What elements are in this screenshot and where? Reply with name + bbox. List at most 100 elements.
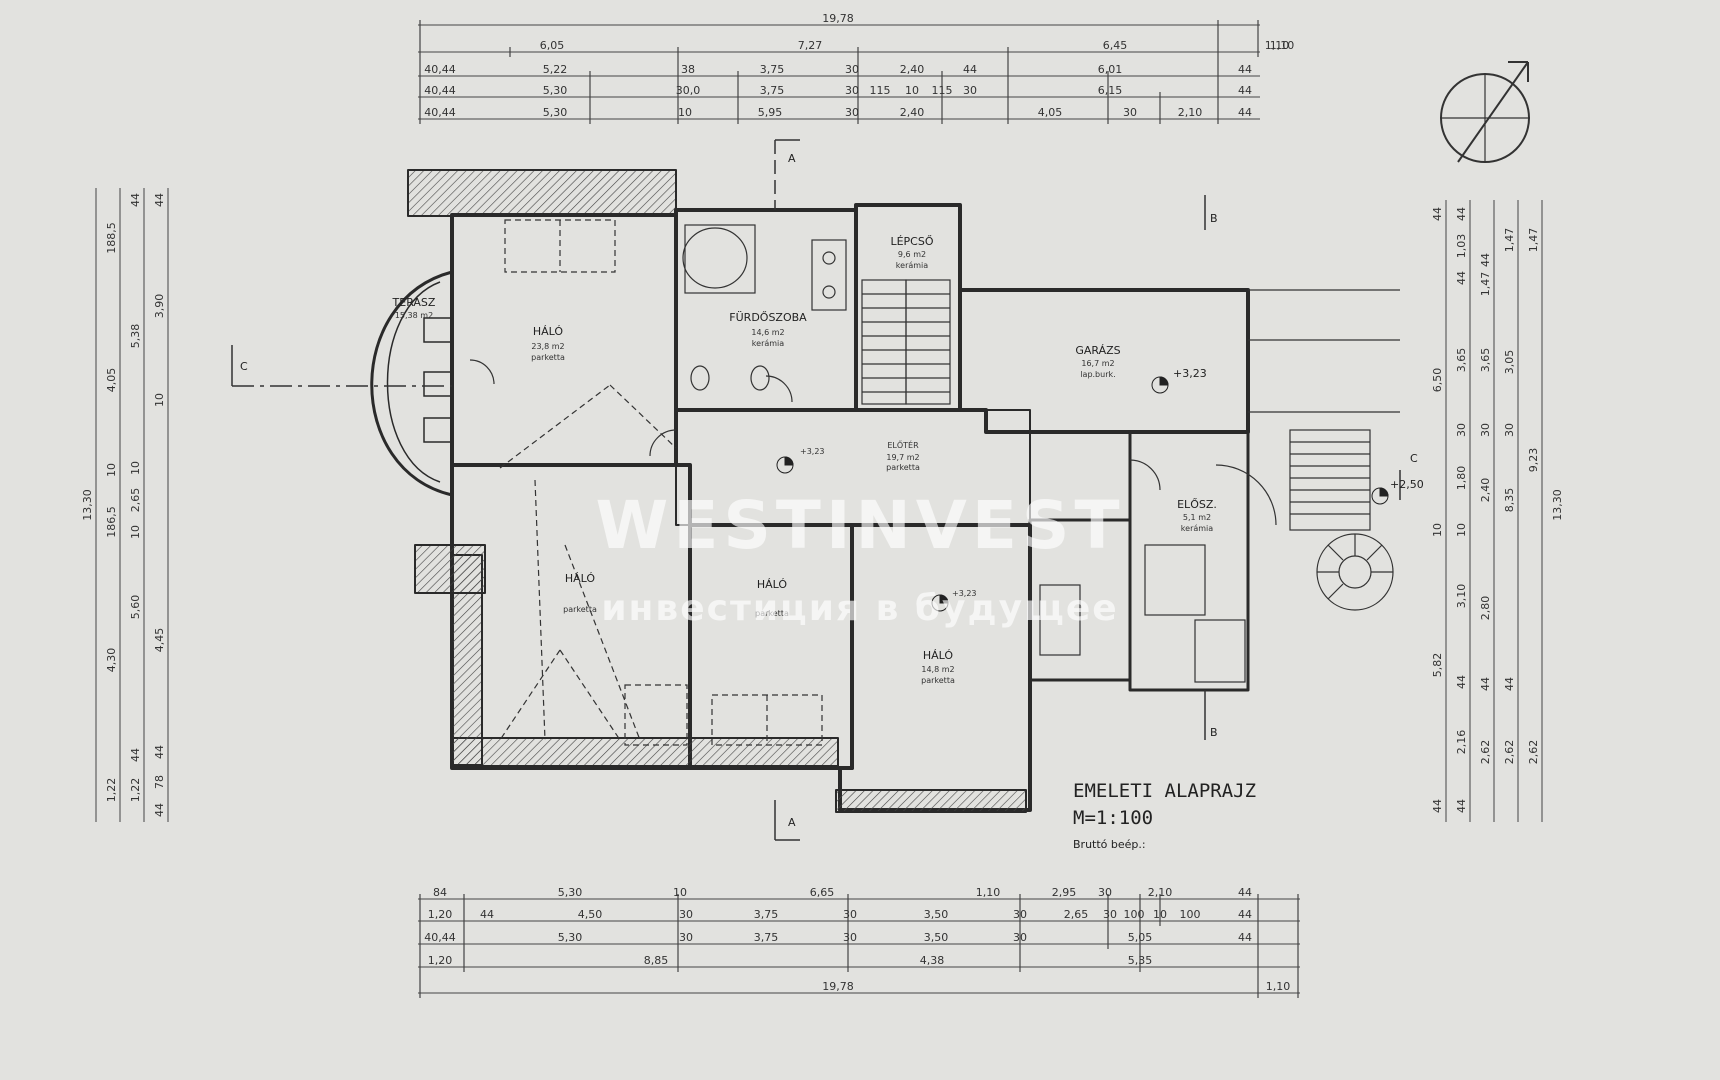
section-mark-a: A	[788, 816, 796, 829]
dim-text: 115	[932, 84, 953, 97]
dim-text: 2,95	[1052, 886, 1077, 899]
dim-text: 6,01	[1098, 63, 1123, 76]
dim-text: 6,05	[540, 39, 565, 52]
room-floor: lap.burk.	[1080, 370, 1115, 379]
room-area: 15,38 m2	[395, 311, 433, 320]
right-dimension-texts: 44 6,50 10 5,82 44 44 1,03 44 3,65 30 1,…	[1431, 207, 1564, 813]
room-floor: parketta	[921, 676, 955, 685]
dim-text: 1,47	[1503, 228, 1516, 253]
dim-text: 3,50	[924, 908, 949, 921]
room-name: GARÁZS	[1075, 344, 1120, 357]
level-value: +3,23	[800, 447, 825, 456]
dim-text: 44	[129, 748, 142, 762]
dim-text: 44	[1238, 106, 1252, 119]
dim-text: 44	[1238, 886, 1252, 899]
dim-text: 44	[1238, 931, 1252, 944]
dim-text: 44	[480, 908, 494, 921]
room-hall: ELŐTÉR 19,7 m2 parketta	[886, 439, 920, 472]
bottom-dimension-texts: 84 5,30 10 6,65 1,10 2,95 30 2,10 44 1,2…	[424, 886, 1290, 993]
dim-text: 38	[681, 63, 695, 76]
room-entry: ELŐSZ. 5,1 m2 kerámia	[1177, 497, 1217, 533]
dim-text: 30	[1503, 423, 1516, 437]
dim-text: 8,35	[1503, 488, 1516, 513]
room-area: 5,1 m2	[1183, 513, 1211, 522]
room-name: HÁLÓ	[757, 578, 788, 591]
dim-text: 30	[1013, 908, 1027, 921]
dim-text: 30	[679, 931, 693, 944]
terrace-bay	[370, 270, 453, 497]
dim-text: 44	[1455, 271, 1468, 285]
dim-text: 44	[153, 803, 166, 817]
dim-text: 10	[905, 84, 919, 97]
dim-text: 1,03	[1455, 234, 1468, 259]
dim-text: 44	[1455, 675, 1468, 689]
dim-text: 5,35	[1128, 954, 1153, 967]
room-bedroom-3: HÁLÓ parketta	[755, 578, 789, 618]
dim-text: 1,47	[1527, 228, 1540, 253]
plan-title: EMELETI ALAPRAJZ	[1073, 780, 1256, 802]
room-name: FÜRDŐSZOBA	[729, 310, 807, 324]
room-bedroom-2: HÁLÓ parketta	[563, 572, 597, 614]
dim-text: 78	[153, 775, 166, 789]
dim-text: 5,82	[1431, 653, 1444, 678]
dim-text: 4,50	[578, 908, 603, 921]
plan-scale: M=1:100	[1073, 807, 1153, 829]
dim-text: 10	[1455, 523, 1468, 537]
dim-text: 3,75	[754, 931, 779, 944]
dim-text: 44	[1238, 908, 1252, 921]
dim-text: 44	[129, 193, 142, 207]
dim-text: 44	[963, 63, 977, 76]
dim-text: 40,44	[424, 931, 456, 944]
dim-text: 1,10	[1270, 39, 1295, 52]
level-value: +3,23	[952, 589, 977, 598]
dim-text: 6,50	[1431, 368, 1444, 393]
north-arrow-icon	[1440, 61, 1530, 163]
dim-text: 44	[1455, 799, 1468, 813]
dim-text: 7,27	[798, 39, 823, 52]
dim-text: 2,10	[1178, 106, 1203, 119]
dim-text: 6,15	[1098, 84, 1123, 97]
dim-text: 1,80	[1455, 466, 1468, 491]
dim-text: 2,40	[1479, 478, 1492, 503]
dim-text: 10	[105, 463, 118, 477]
dim-text: 3,90	[153, 294, 166, 319]
dim-text: 44	[1455, 207, 1468, 221]
dim-text: 5,22	[543, 63, 568, 76]
room-floor: kerámia	[896, 261, 928, 270]
dim-text: 2,65	[129, 488, 142, 513]
dim-text: 1,20	[428, 908, 453, 921]
dim-text: 115	[870, 84, 891, 97]
section-marks	[231, 139, 1401, 841]
dim-text: 3,65	[1455, 348, 1468, 373]
dim-text: 1,10	[976, 886, 1001, 899]
watermark-tagline: инвестиция в будущее	[601, 588, 1118, 629]
dim-text: 10	[153, 393, 166, 407]
dim-text: 30,0	[676, 84, 701, 97]
dim-text: 1,10	[1266, 980, 1291, 993]
dim-text: 2,80	[1479, 596, 1492, 621]
dim-text: 3,75	[760, 63, 785, 76]
dim-text: 188,5	[105, 222, 118, 254]
bottom-dimension-lines	[418, 894, 1300, 998]
room-name: HÁLÓ	[565, 572, 596, 585]
dim-text: 10	[129, 525, 142, 539]
dim-text: 8,85	[644, 954, 669, 967]
dim-text: 40,44	[424, 63, 456, 76]
room-name: LÉPCSŐ	[890, 234, 933, 248]
dim-text: 44	[1431, 207, 1444, 221]
room-bathroom: FÜRDŐSZOBA 14,6 m2 kerámia	[729, 310, 807, 348]
dim-text: 19,78	[822, 980, 854, 993]
right-dimension-lines	[1445, 200, 1543, 822]
dim-text: 30	[843, 908, 857, 921]
room-area: 14,8 m2	[921, 665, 954, 674]
dim-text: 44	[1238, 84, 1252, 97]
dim-text: 40,44	[424, 84, 456, 97]
section-mark-c: C	[1410, 452, 1418, 465]
dim-text: 10	[129, 461, 142, 475]
dim-text: 5,60	[129, 595, 142, 620]
room-garage: GARÁZS 16,7 m2 lap.burk.	[1075, 344, 1120, 379]
dim-text: 2,16	[1455, 730, 1468, 755]
top-dimension-lines	[418, 20, 1260, 124]
